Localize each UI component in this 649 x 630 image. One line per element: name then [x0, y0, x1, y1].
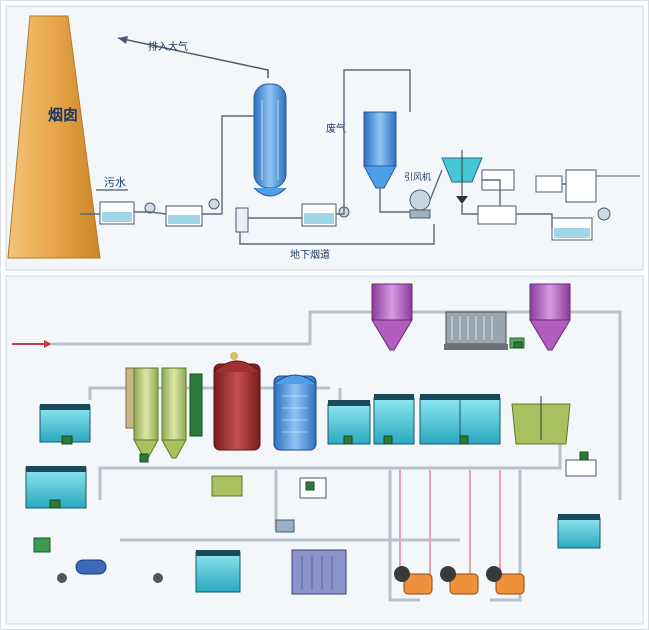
upper-pipes — [80, 69, 566, 245]
upper-tank-row — [99, 198, 350, 233]
mixer-tank — [441, 150, 483, 204]
upper-right-units — [477, 169, 640, 241]
cyan-tank-row — [327, 394, 501, 445]
sludge-tank-right — [529, 283, 571, 351]
induced-fan-label: 引风机 — [404, 171, 431, 183]
underground-flue-label: 地下烟道 — [290, 248, 330, 261]
scrubber-tower-2 — [363, 111, 397, 189]
upper-panel-bg — [5, 5, 644, 271]
chimney: 烟囱 — [7, 15, 101, 259]
red-tower — [213, 352, 261, 451]
small-valves — [49, 341, 589, 509]
exhaust-line: 排入大气 — [117, 36, 269, 78]
scrubber-tower-1 — [253, 83, 287, 197]
green-clarifier — [511, 396, 571, 445]
twin-green-towers — [125, 367, 203, 459]
orange-pump-3 — [486, 566, 525, 595]
orange-pump-1 — [394, 566, 433, 595]
blue-reactor — [273, 374, 317, 451]
right-small-units — [557, 459, 601, 549]
bottom-left-equipment — [33, 537, 163, 583]
lower-pink-pipes — [399, 470, 501, 580]
control-cabinet — [291, 549, 347, 595]
lower-inlet-arrow — [12, 340, 52, 348]
chimney-label: 烟囱 — [48, 106, 78, 124]
orange-pumps — [394, 566, 525, 595]
sewage-label: 污水 — [104, 176, 126, 189]
lower-panel — [5, 275, 644, 625]
bottom-tank — [195, 550, 241, 593]
exhaust-label: 排入大气 — [148, 40, 188, 53]
waste-gas-label: 废气 — [326, 122, 346, 135]
orange-pump-2 — [440, 566, 479, 595]
sludge-tank-left — [371, 283, 413, 351]
upper-panel: 烟囱 排入大气 污水 — [5, 5, 644, 271]
